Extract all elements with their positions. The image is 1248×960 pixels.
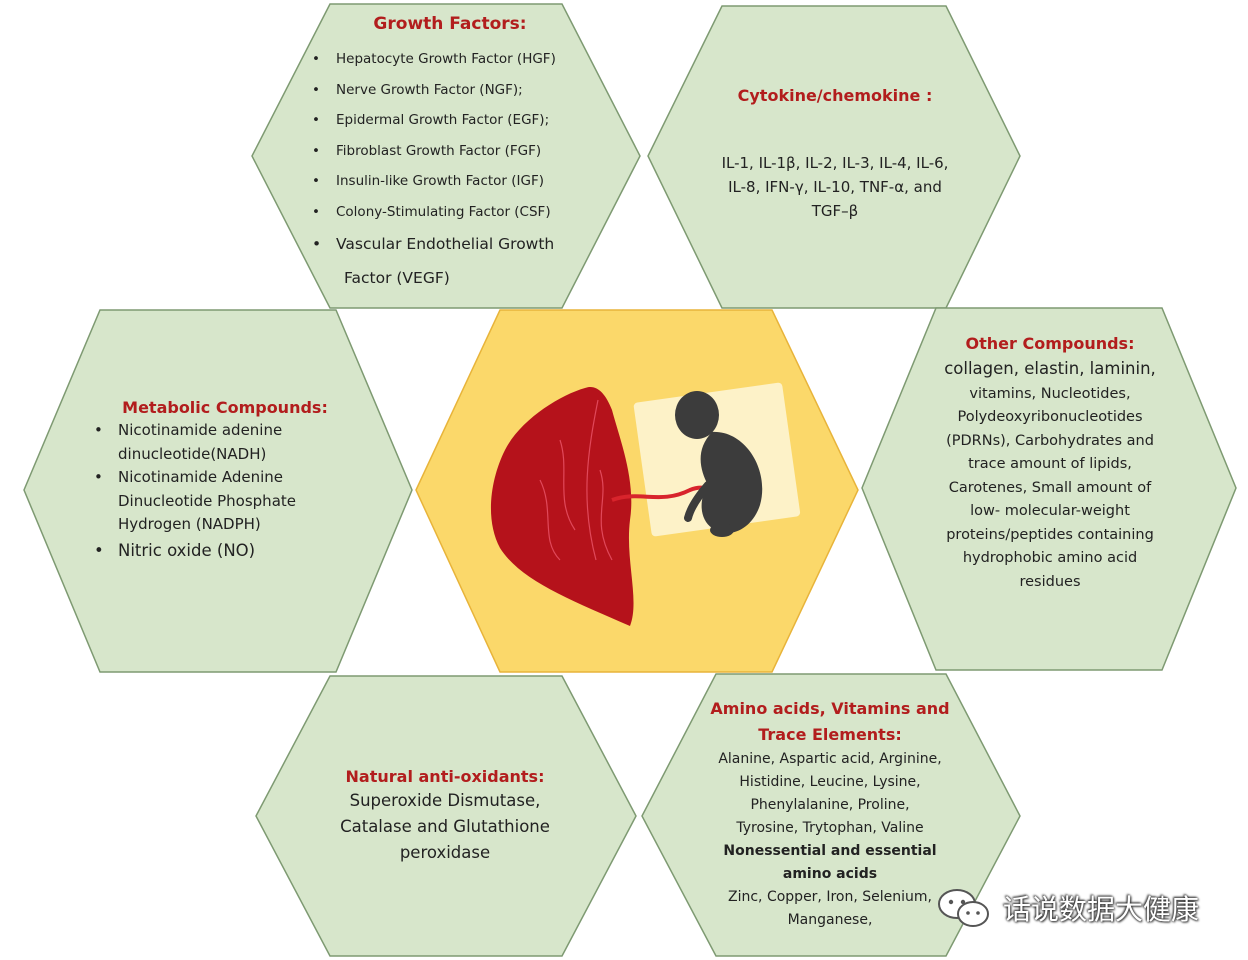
- placenta: [490, 386, 634, 626]
- amino-block: Amino acids, Vitamins and Trace Elements…: [680, 696, 980, 932]
- watermark: 话说数据大健康: [935, 884, 1235, 932]
- amino-line: Histidine, Leucine, Lysine,: [739, 774, 921, 790]
- metabolic-title: Metabolic Compounds:: [122, 398, 328, 417]
- other-line: vitamins, Nucleotides,: [969, 386, 1131, 402]
- amino-bold-line: Nonessential and essential: [723, 843, 937, 859]
- other-line: collagen, elastin, laminin,: [944, 359, 1156, 378]
- antioxidants-line: Catalase and Glutathione: [340, 817, 550, 836]
- wechat-icon: [938, 889, 989, 927]
- other-line: Carotenes, Small amount of: [948, 479, 1152, 496]
- hex-amino: [641, 673, 1021, 957]
- amino-line: Alanine, Aspartic acid, Arginine,: [718, 751, 942, 767]
- list-item-line: dinucleotide(NADH): [118, 444, 267, 463]
- antioxidants-block: Natural anti-oxidants: Superoxide Dismut…: [290, 766, 600, 866]
- other-line: trace amount of lipids,: [968, 456, 1132, 472]
- hex-other: [861, 307, 1237, 671]
- other-line: low- molecular-weight: [970, 503, 1130, 519]
- cytokine-line: IL-1, IL-1β, IL-2, IL-3, IL-4, IL-6,: [721, 154, 949, 172]
- other-line: residues: [1019, 573, 1081, 590]
- placenta-fetus-illustration: [490, 382, 801, 626]
- other-line: (PDRNs), Carbohydrates and: [946, 432, 1154, 449]
- amino-line: Zinc, Copper, Iron, Selenium,: [728, 889, 932, 905]
- list-item-line: Hydrogen (NADPH): [118, 515, 261, 533]
- list-item-line: Nicotinamide Adenine: [118, 468, 284, 486]
- amino-line: Tyrosine, Trytophan, Valine: [736, 820, 924, 836]
- growth-factors-block: Growth Factors: Hepatocyte Growth Factor…: [300, 14, 600, 295]
- list-item: Epidermal Growth Factor (EGF);: [308, 105, 600, 136]
- amino-line: Phenylalanine, Proline,: [750, 797, 910, 813]
- other-compounds-title: Other Compounds:: [965, 334, 1135, 353]
- list-item: Nerve Growth Factor (NGF);: [308, 75, 600, 106]
- list-item-line: Dinucleotide Phosphate: [118, 491, 296, 510]
- list-item: Fibroblast Growth Factor (FGF): [308, 136, 600, 167]
- fetus: [675, 391, 763, 537]
- amino-bold-line: amino acids: [782, 866, 878, 882]
- list-item: Vascular Endothelial Growth: [308, 227, 600, 261]
- other-line: hydrophobic amino acid: [962, 550, 1138, 566]
- other-line: proteins/peptides containing: [946, 526, 1154, 543]
- amino-title: Amino acids, Vitamins and: [710, 699, 950, 718]
- list-item: Nicotinamide adenine dinucleotide(NADH): [90, 419, 360, 466]
- other-line: Polydeoxyribonucleotides: [957, 409, 1143, 425]
- list-item: Nicotinamide Adenine Dinucleotide Phosph…: [90, 466, 360, 537]
- amino-line: Manganese,: [787, 912, 873, 928]
- list-item: Insulin-like Growth Factor (IGF): [308, 166, 600, 197]
- list-item: Nitric oxide (NO): [90, 537, 360, 564]
- list-item: Colony-Stimulating Factor (CSF): [308, 197, 600, 228]
- antioxidants-line: peroxidase: [399, 843, 491, 862]
- list-item: Hepatocyte Growth Factor (HGF): [308, 44, 600, 75]
- growth-factors-list: Hepatocyte Growth Factor (HGF) Nerve Gro…: [308, 44, 600, 261]
- cytokine-line: TGF–β: [811, 202, 859, 220]
- cytokine-title: Cytokine/chemokine :: [737, 86, 933, 105]
- list-item-line: Nicotinamide adenine: [118, 421, 283, 439]
- placenta-veins: [539, 399, 613, 561]
- metabolic-list: Nicotinamide adenine dinucleotide(NADH) …: [90, 419, 360, 564]
- antioxidants-title: Natural anti-oxidants:: [345, 767, 545, 786]
- other-compounds-block: Other Compounds: collagen, elastin, lami…: [910, 332, 1190, 594]
- growth-factors-title: Growth Factors:: [373, 14, 527, 34]
- metabolic-block: Metabolic Compounds: Nicotinamide adenin…: [90, 398, 360, 564]
- watermark-text: 话说数据大健康: [1003, 893, 1200, 926]
- list-item-line: Vascular Endothelial Growth: [336, 235, 555, 253]
- list-item-continuation: Factor (VEGF): [344, 269, 450, 287]
- amino-title: Trace Elements:: [758, 725, 902, 744]
- cytokine-block: Cytokine/chemokine : IL-1, IL-1β, IL-2, …: [690, 86, 980, 223]
- hex-antioxidants: [255, 675, 637, 957]
- cytokine-line: IL-8, IFN-γ, IL-10, TNF-α, and: [728, 178, 942, 196]
- antioxidants-line: Superoxide Dismutase,: [349, 791, 541, 810]
